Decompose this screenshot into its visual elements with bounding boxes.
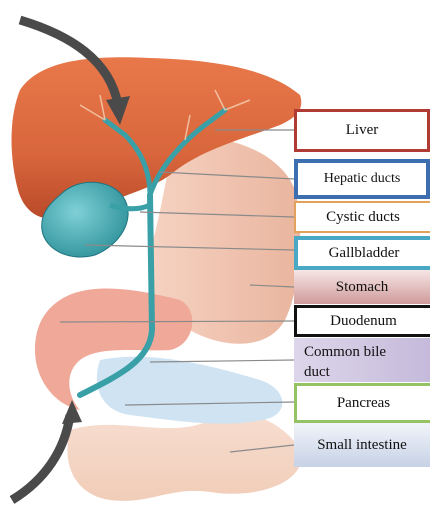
label-common-bile-duct-line1: Common bile	[304, 342, 430, 362]
label-pancreas-text: Pancreas	[337, 395, 390, 412]
label-liver-text: Liver	[346, 122, 378, 139]
label-hepatic-ducts: Hepatic ducts	[294, 159, 430, 199]
label-duodenum-text: Duodenum	[330, 313, 397, 330]
arrow-bottom	[12, 415, 70, 500]
label-stomach: Stomach	[294, 270, 430, 304]
label-hepatic-ducts-text: Hepatic ducts	[324, 171, 401, 187]
cystic-duct-shape	[110, 205, 150, 209]
label-stomach-text: Stomach	[336, 279, 389, 296]
label-duodenum: Duodenum	[294, 305, 430, 337]
label-common-bile-duct: Common bile duct	[294, 338, 430, 382]
label-gallbladder-text: Gallbladder	[329, 245, 400, 262]
label-pancreas: Pancreas	[294, 383, 430, 423]
label-cystic-ducts: Cystic ducts	[294, 201, 430, 233]
label-gallbladder: Gallbladder	[294, 236, 430, 270]
label-liver: Liver	[294, 109, 430, 152]
label-small-intestine-text: Small intestine	[317, 437, 407, 454]
label-cystic-ducts-text: Cystic ducts	[326, 209, 400, 226]
small-intestine-shape	[67, 413, 301, 500]
label-common-bile-duct-line2: duct	[304, 362, 430, 382]
label-small-intestine: Small intestine	[294, 423, 430, 467]
